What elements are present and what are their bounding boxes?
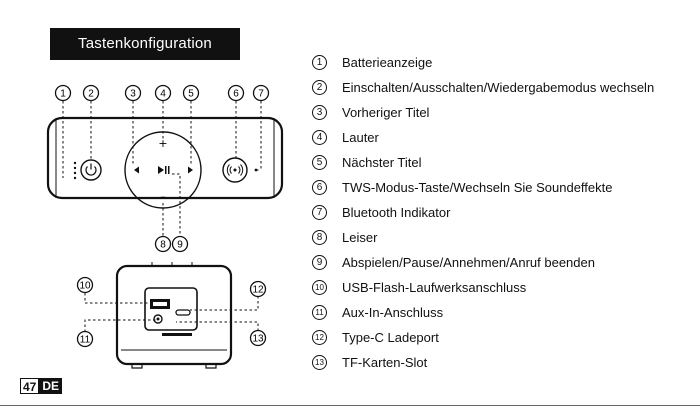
battery-indicator-icon: [73, 161, 77, 180]
legend-text: Vorheriger Titel: [342, 104, 430, 120]
legend-text: Bluetooth Indikator: [342, 204, 451, 220]
legend-item: 3 Vorheriger Titel: [312, 102, 429, 122]
page-tag: 47 DE: [20, 378, 63, 394]
aux-port: [153, 314, 163, 324]
legend-text: TF-Karten-Slot: [342, 354, 428, 370]
tf-card-slot: [162, 333, 192, 336]
svg-text:7: 7: [258, 89, 264, 100]
callout-9: 9: [171, 235, 189, 253]
legend-item: 1 Batterieanzeige: [312, 52, 432, 72]
callout-4: 4: [154, 84, 172, 102]
tws-button: [222, 157, 248, 183]
callout-3: 3: [124, 84, 142, 102]
speaker-front-body: [46, 116, 284, 200]
legend-text: TWS-Modus-Taste/Wechseln Sie Soundeffekt…: [342, 179, 613, 195]
svg-text:13: 13: [252, 334, 264, 345]
callout-1: 1: [54, 84, 72, 102]
vol-down-icon: –: [160, 190, 166, 203]
svg-text:1: 1: [60, 89, 66, 100]
page-title: Tastenkonfiguration: [50, 28, 240, 60]
legend-number: 13: [312, 354, 327, 370]
legend-text: Type-C Ladeport: [342, 329, 439, 345]
svg-text:4: 4: [160, 89, 166, 100]
svg-text:11: 11: [80, 335, 91, 346]
legend-number: 9: [312, 254, 327, 270]
svg-text:8: 8: [160, 240, 166, 251]
legend-number: 3: [312, 104, 327, 120]
prev-icon: [134, 166, 139, 174]
type-c-port: [175, 309, 191, 316]
legend-number: 12: [312, 329, 327, 345]
legend-item: 11 Aux-In-Anschluss: [312, 302, 443, 322]
legend-text: Lauter: [342, 129, 379, 145]
legend-item: 5 Nächster Titel: [312, 152, 421, 172]
svg-text:10: 10: [79, 281, 91, 292]
legend-number: 7: [312, 204, 327, 220]
svg-text:5: 5: [188, 89, 194, 100]
callout-13: 13: [249, 329, 267, 347]
callout-7: 7: [252, 84, 270, 102]
legend-text: Abspielen/Pause/Annehmen/Anruf beenden: [342, 254, 595, 270]
legend-item: 13 TF-Karten-Slot: [312, 352, 427, 372]
legend-number: 11: [312, 304, 327, 320]
bottom-divider: [0, 405, 700, 406]
legend-number: 2: [312, 79, 327, 95]
callout-2: 2: [82, 84, 100, 102]
power-button: [80, 159, 102, 181]
legend-number: 6: [312, 179, 327, 195]
play-pause-icon: [158, 166, 170, 174]
callout-5: 5: [182, 84, 200, 102]
svg-text:2: 2: [88, 89, 94, 100]
legend-item: 9 Abspielen/Pause/Annehmen/Anruf beenden: [312, 252, 595, 272]
legend-number: 4: [312, 129, 327, 145]
callout-10: 10: [76, 276, 94, 294]
callout-6: 6: [227, 84, 245, 102]
legend-item: 6 TWS-Modus-Taste/Wechseln Sie Soundeffek…: [312, 177, 612, 197]
legend-item: 8 Leiser: [312, 227, 377, 247]
legend-text: Einschalten/Ausschalten/Wiedergabemodus …: [342, 79, 655, 95]
speaker-back-body: [115, 264, 233, 366]
page-number: 47: [20, 378, 40, 394]
legend-number: 10: [312, 279, 327, 295]
legend-text: Batterieanzeige: [342, 54, 433, 70]
legend-number: 8: [312, 229, 327, 245]
legend-item: 2 Einschalten/Ausschalten/Wiedergabemodus…: [312, 77, 654, 97]
legend-number: 1: [312, 54, 327, 70]
svg-text:3: 3: [130, 89, 136, 100]
legend-item: 7 Bluetooth Indikator: [312, 202, 450, 222]
svg-text:9: 9: [177, 240, 183, 251]
port-panel: [144, 287, 198, 331]
next-icon: [188, 166, 193, 174]
legend-item: 4 Lauter: [312, 127, 379, 147]
language-tag: DE: [39, 378, 63, 394]
callout-8: 8: [154, 235, 172, 253]
svg-text:6: 6: [233, 89, 239, 100]
vol-up-icon: +: [158, 137, 167, 150]
legend-item: 10 USB-Flash-Laufwerksanschluss: [312, 277, 526, 297]
legend-number: 5: [312, 154, 327, 170]
callout-11: 11: [76, 330, 94, 348]
legend-text: Aux-In-Anschluss: [342, 304, 444, 320]
legend-text: USB-Flash-Laufwerksanschluss: [342, 279, 527, 295]
svg-text:12: 12: [252, 285, 264, 296]
legend-text: Nächster Titel: [342, 154, 422, 170]
callout-12: 12: [249, 280, 267, 298]
legend-text: Leiser: [342, 229, 378, 245]
legend-item: 12 Type-C Ladeport: [312, 327, 439, 347]
